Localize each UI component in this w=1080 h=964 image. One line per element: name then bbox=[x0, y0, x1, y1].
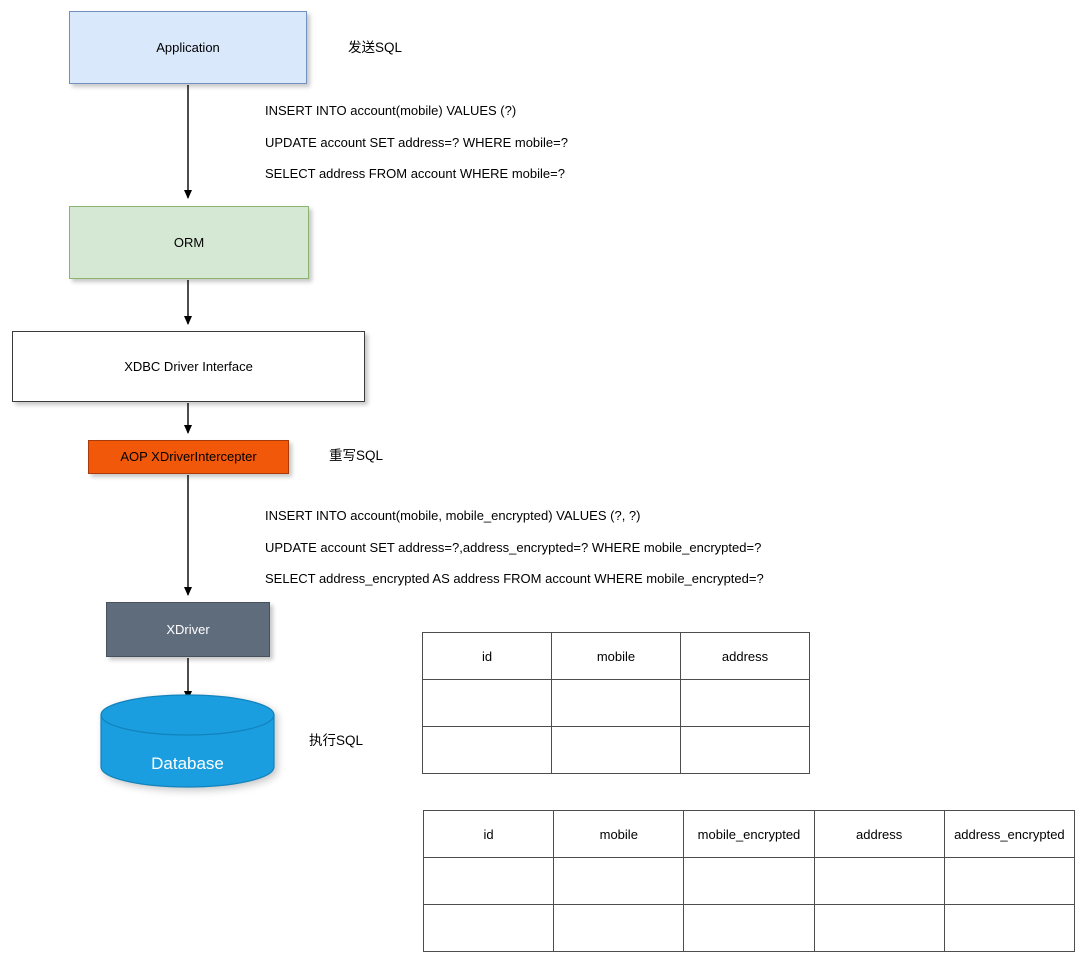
table-row bbox=[422, 679, 810, 727]
node-orm-label: ORM bbox=[173, 234, 205, 250]
annotation-execute-sql: 执行SQL bbox=[309, 733, 364, 748]
node-application[interactable]: Application bbox=[69, 11, 307, 84]
node-application-label: Application bbox=[156, 39, 220, 55]
table-row bbox=[422, 904, 1076, 952]
annotation-rewrite-sql: 重写SQL bbox=[329, 448, 384, 463]
table-cell bbox=[422, 904, 555, 952]
table-cell bbox=[943, 904, 1076, 952]
table-column-header: id bbox=[422, 632, 552, 680]
table-cell bbox=[680, 726, 810, 774]
database-cylinder-icon bbox=[100, 694, 275, 788]
table-cell bbox=[680, 679, 810, 727]
sql-rewritten-line: UPDATE account SET address=?,address_enc… bbox=[265, 539, 762, 555]
table-column-header: mobile bbox=[551, 632, 681, 680]
table-header-row: id mobile mobile_encrypted address addre… bbox=[422, 810, 1076, 858]
table-column-header: address_encrypted bbox=[943, 810, 1076, 858]
node-xdriver-label: XDriver bbox=[166, 621, 210, 637]
table-cell bbox=[553, 904, 685, 952]
table-cell bbox=[943, 857, 1076, 905]
table-column-header: mobile bbox=[553, 810, 685, 858]
table-cell bbox=[813, 857, 945, 905]
annotation-send-sql: 发送SQL bbox=[348, 40, 403, 55]
sql-original-line: INSERT INTO account(mobile) VALUES (?) bbox=[265, 103, 517, 118]
table-row bbox=[422, 857, 1076, 905]
table-cell bbox=[683, 904, 815, 952]
sql-rewritten-block: INSERT INTO account(mobile, mobile_encry… bbox=[265, 508, 764, 587]
sql-rewritten-line: SELECT address_encrypted AS address FROM… bbox=[265, 571, 764, 587]
node-orm[interactable]: ORM bbox=[69, 206, 309, 279]
sql-rewritten-line: INSERT INTO account(mobile, mobile_encry… bbox=[265, 508, 641, 523]
table-cell bbox=[683, 857, 815, 905]
table-cell bbox=[422, 679, 552, 727]
table-cell bbox=[551, 726, 681, 774]
table-column-header: id bbox=[422, 810, 555, 858]
table-cell bbox=[422, 726, 552, 774]
node-database-cylinder[interactable]: Database bbox=[100, 694, 275, 788]
table-cell bbox=[553, 857, 685, 905]
table-cell bbox=[422, 857, 555, 905]
table-column-header: mobile_encrypted bbox=[683, 810, 815, 858]
sql-original-line: UPDATE account SET address=? WHERE mobil… bbox=[265, 134, 568, 150]
table-row bbox=[422, 726, 810, 774]
table-column-header: address bbox=[680, 632, 810, 680]
node-xdbc-driver-interface[interactable]: XDBC Driver Interface bbox=[12, 331, 365, 402]
table-account-plain: id mobile address bbox=[422, 632, 810, 774]
table-cell bbox=[813, 904, 945, 952]
node-aop-xdriverintercepter[interactable]: AOP XDriverIntercepter bbox=[88, 440, 289, 474]
table-cell bbox=[551, 679, 681, 727]
node-xdriver[interactable]: XDriver bbox=[106, 602, 270, 657]
table-column-header: address bbox=[813, 810, 945, 858]
sql-original-block: INSERT INTO account(mobile) VALUES (?) U… bbox=[265, 103, 568, 182]
table-header-row: id mobile address bbox=[422, 632, 810, 680]
sql-original-line: SELECT address FROM account WHERE mobile… bbox=[265, 166, 565, 182]
node-xdbc-label: XDBC Driver Interface bbox=[124, 358, 253, 374]
node-database-label: Database bbox=[151, 754, 224, 773]
table-account-encrypted: id mobile mobile_encrypted address addre… bbox=[422, 810, 1076, 952]
node-aop-label: AOP XDriverIntercepter bbox=[120, 449, 257, 465]
